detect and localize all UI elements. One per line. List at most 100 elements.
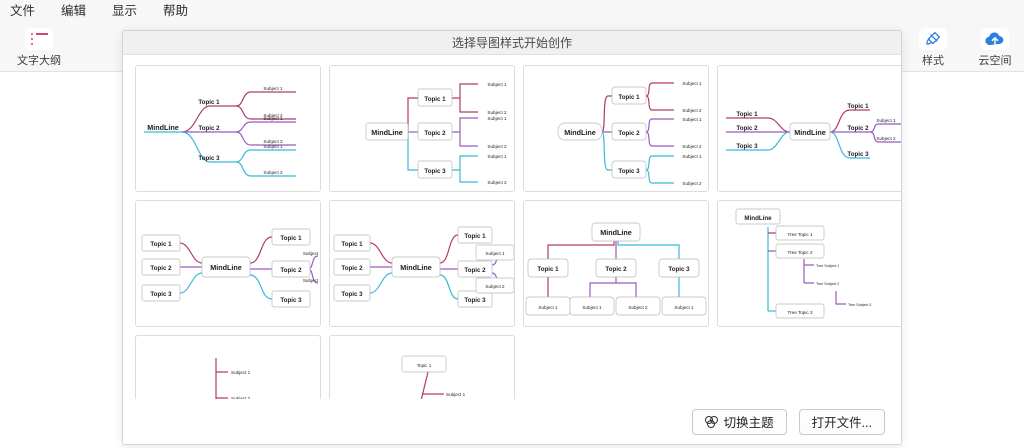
node-subject: Subject 2 xyxy=(263,113,283,118)
text-outline-button[interactable]: 文字大纲 xyxy=(12,25,66,71)
template-card-right-logical-curved[interactable]: MindLine Topic 1 Topic 2 Topic 3 Subject… xyxy=(135,65,321,192)
node-topic: Topic 2 xyxy=(736,125,758,132)
cloud-space-label: 云空间 xyxy=(978,55,1012,67)
node-topic: Topic 1 xyxy=(736,111,758,118)
node-topic: Topic 3 xyxy=(424,168,446,175)
node-topic: Tree Topic 2 xyxy=(787,250,812,255)
node-subject: Subject 2 xyxy=(487,110,507,115)
text-outline-label: 文字大纲 xyxy=(17,55,61,67)
template-chooser-dialog: 选择导图样式开始创作 Mi xyxy=(122,30,902,445)
node-subject: Subject 1 xyxy=(682,154,702,159)
node-subject: Subject 2 xyxy=(263,170,283,175)
node-root: MindLine xyxy=(371,128,403,137)
node-subject: Subject 1 xyxy=(487,82,507,87)
node-topic: Topic 1 xyxy=(150,241,172,248)
node-topic: Topic 2 xyxy=(618,130,640,137)
node-subject: Subject 2 xyxy=(231,396,251,400)
node-subject: Subject 1 xyxy=(263,86,283,91)
node-subject: Subject 1 xyxy=(487,154,507,159)
switch-theme-label: 切换主题 xyxy=(723,416,774,430)
node-subject: Subject 2 xyxy=(263,139,283,144)
node-subject: Subject 2 xyxy=(485,284,505,289)
open-file-label: 打开文件... xyxy=(811,416,872,430)
node-root: MindLine xyxy=(210,263,242,272)
template-card-right-logical-brace[interactable]: MindLine Topic 1 Topic 2 Topic 3 Subject… xyxy=(523,65,709,192)
node-topic: Topic 2 xyxy=(280,267,302,274)
node-topic: Topic 2 xyxy=(198,125,220,132)
template-card-right-logical-boxed[interactable]: MindLine Topic 1 Topic 2 Topic 3 Subject… xyxy=(329,65,515,192)
node-subject: Subject 1 xyxy=(487,116,507,121)
template-card-bilateral-boxed-all[interactable]: MindLine Topic 1 Topic 2 Topic 3 Topic 1… xyxy=(329,200,515,327)
template-card-bilateral-boxed-left[interactable]: MindLine Topic 1 Topic 2 Topic 3 Topic 1… xyxy=(135,200,321,327)
node-topic: Topic 3 xyxy=(668,266,690,273)
template-card-bilateral-curved[interactable]: MindLine Topic 1 Topic 2 Topic 3 Topic 1… xyxy=(717,65,901,192)
node-subject: Subject 2 xyxy=(487,180,507,185)
node-subject: Subject 2 xyxy=(876,136,896,141)
node-topic: Topic 2 xyxy=(847,125,869,132)
template-card-fishbone[interactable]: MindLine Topic 1 Topic 3 Subject 1 Subje… xyxy=(329,335,515,400)
node-subject: Tree Subject 3 xyxy=(848,303,871,307)
node-topic: Topic 2 xyxy=(424,130,446,137)
style-button[interactable]: 样式 xyxy=(906,25,960,71)
node-subject: Subject 2 xyxy=(303,278,321,283)
node-subject: Subject 2 xyxy=(628,305,648,310)
node-topic: Tree Topic 3 xyxy=(787,310,812,315)
node-subject: Tree Subject 2 xyxy=(816,282,839,286)
node-subject: Subject 1 xyxy=(682,81,702,86)
node-subject: Subject 1 xyxy=(231,370,251,375)
dialog-footer: 切换主题 打开文件... xyxy=(123,399,901,444)
node-topic: Topic 1 xyxy=(618,94,640,101)
node-subject: Subject 1 xyxy=(538,305,558,310)
cloud-upload-icon xyxy=(981,28,1009,50)
node-subject: Subject 2 xyxy=(682,181,702,186)
node-topic: Tree Topic 1 xyxy=(787,232,812,237)
template-card-timeline[interactable]: MindLine Topic 1 Topic 2 Topic 3 Subject… xyxy=(135,335,321,400)
node-subject: Subject 1 xyxy=(446,392,466,397)
node-topic: Topic 1 xyxy=(464,233,486,240)
node-root: MindLine xyxy=(147,123,179,132)
node-topic: Topic 3 xyxy=(847,151,869,158)
node-root: MindLine xyxy=(744,215,772,222)
node-subject: Subject 2 xyxy=(487,144,507,149)
venn-circles-icon xyxy=(704,415,719,428)
node-subject: Subject 2 xyxy=(682,108,702,113)
node-subject: Subject 1 xyxy=(682,117,702,122)
menu-help[interactable]: 帮助 xyxy=(163,4,189,18)
node-root: MindLine xyxy=(400,263,432,272)
node-topic: Topic 2 xyxy=(464,267,486,274)
node-topic: Topic 1 xyxy=(537,266,559,273)
template-card-tree-outline[interactable]: MindLine Tree Topic 1 Tree Topic 2 Tree … xyxy=(717,200,901,327)
node-root: MindLine xyxy=(600,228,632,237)
menu-edit[interactable]: 编辑 xyxy=(61,4,87,18)
menu-file[interactable]: 文件 xyxy=(10,4,36,18)
node-subject: Subject 1 xyxy=(263,116,283,121)
open-file-button[interactable]: 打开文件... xyxy=(798,408,885,435)
switch-theme-button[interactable]: 切换主题 xyxy=(691,408,787,435)
template-grid: MindLine Topic 1 Topic 2 Topic 3 Subject… xyxy=(123,65,901,400)
menu-view[interactable]: 显示 xyxy=(112,4,138,18)
node-topic: Topic 2 xyxy=(341,265,363,272)
cloud-space-button[interactable]: 云空间 xyxy=(968,25,1022,71)
node-subject: Subject 1 xyxy=(674,305,694,310)
node-topic: Topic 2 xyxy=(605,266,627,273)
node-topic: Topic 3 xyxy=(618,168,640,175)
template-grid-scroll[interactable]: MindLine Topic 1 Topic 2 Topic 3 Subject… xyxy=(123,55,901,400)
node-topic: Topic 1 xyxy=(341,241,363,248)
node-subject: Subject 1 xyxy=(303,251,321,256)
node-subject: Subject 1 xyxy=(876,118,896,123)
node-topic: Topic 1 xyxy=(424,96,446,103)
node-topic: Topic 2 xyxy=(150,265,172,272)
node-topic: Topic 1 xyxy=(847,103,869,110)
node-topic: Topic 1 xyxy=(198,99,220,106)
node-topic: Topic 3 xyxy=(150,291,172,298)
node-subject: Subject 2 xyxy=(682,144,702,149)
template-card-org-chart[interactable]: MindLine Topic 1 Topic 2 Topic 3 Subject… xyxy=(523,200,709,327)
list-icon xyxy=(25,28,53,50)
node-subject: Subject 1 xyxy=(582,305,602,310)
node-subject: Tree Subject 1 xyxy=(816,264,839,268)
node-topic: Topic 3 xyxy=(341,291,363,298)
node-root: MindLine xyxy=(564,128,596,137)
node-topic: Topic 3 xyxy=(464,297,486,304)
node-root: MindLine xyxy=(794,128,826,137)
dialog-title: 选择导图样式开始创作 xyxy=(123,31,901,55)
